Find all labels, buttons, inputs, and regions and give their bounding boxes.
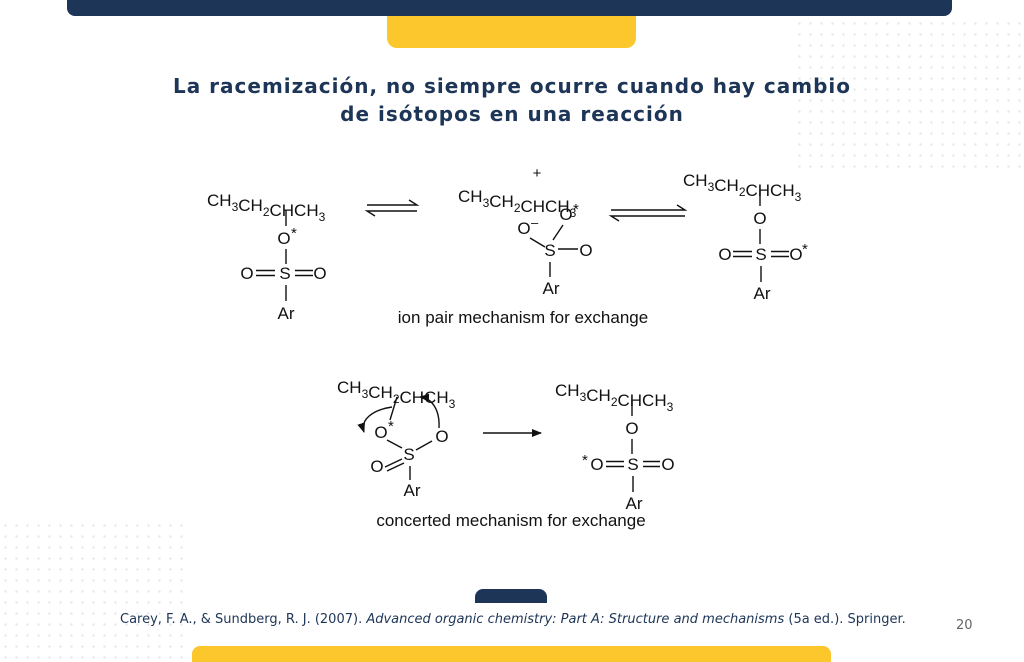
oxygen-upper-4: O	[435, 427, 448, 446]
oxygen-ester-3: O	[753, 209, 766, 228]
citation-work: Advanced organic chemistry: Part A: Stru…	[366, 612, 785, 627]
isotope-star: *	[582, 452, 588, 469]
ion-pair-caption: ion pair mechanism for exchange	[398, 308, 648, 327]
sulfur-2: S	[544, 241, 555, 260]
aryl-4: Ar	[404, 481, 421, 500]
sulfur-4: S	[403, 445, 414, 464]
bond-o-s	[529, 237, 546, 248]
cation-charge: +	[533, 165, 542, 182]
curved-arrow-right	[419, 393, 440, 429]
oxygen-star-2: O	[559, 205, 572, 224]
chain-label-4: CH3CH2CHCH3	[337, 378, 456, 411]
oxygen-right-5: O	[661, 455, 674, 474]
oxygen-right-2: O	[579, 241, 592, 260]
slide-title: La racemización, no siempre ocurre cuand…	[120, 72, 904, 128]
oxygen-left-5: O	[590, 455, 603, 474]
oxygen-anion-2: O	[517, 219, 530, 238]
title-line-1: La racemización, no siempre ocurre cuand…	[172, 74, 852, 98]
isotope-star: *	[573, 201, 579, 218]
equilibrium-arrow-2-reverse	[608, 215, 685, 222]
oxygen-right-1: O	[313, 264, 326, 283]
oxygen-right-3: O	[789, 245, 802, 264]
sulfur-5: S	[627, 455, 638, 474]
bond-s-o	[415, 440, 433, 451]
aryl-1: Ar	[278, 304, 295, 323]
chain-label-5: CH3CH2CHCH3	[555, 381, 674, 414]
dot-pattern-top-right	[794, 18, 1024, 168]
oxygen-ester-4: O	[374, 423, 387, 442]
bond-o-s	[386, 439, 403, 449]
oxygen-lower-4: O	[370, 457, 383, 476]
aryl-3: Ar	[754, 284, 771, 303]
concerted-caption: concerted mechanism for exchange	[376, 511, 645, 530]
curved-arrow-left	[357, 406, 393, 433]
bond-o-s	[552, 224, 564, 241]
aryl-2: Ar	[543, 279, 560, 298]
oxygen-left-3: O	[718, 245, 731, 264]
bond-c-o	[389, 396, 398, 421]
chain-label-3: CH3CH2CHCH3	[683, 171, 802, 204]
citation-rest: (5a ed.). Springer.	[784, 612, 906, 627]
oxygen-ester-5: O	[625, 419, 638, 438]
equilibrium-arrow-1-forward	[367, 199, 420, 206]
top-yellow-tab	[387, 16, 636, 48]
page-number: 20	[956, 618, 973, 633]
aryl-5: Ar	[626, 494, 643, 513]
double-bond-so	[386, 462, 405, 472]
negative-charge: –	[531, 215, 539, 230]
title-line-2: de isótopos en una reacción	[340, 102, 684, 126]
top-accent-bar	[67, 0, 952, 16]
chain-label-1: CH3CH2CHCH3	[207, 191, 326, 224]
sulfur-3: S	[755, 245, 766, 264]
dot-pattern-bottom-left	[0, 520, 190, 662]
equilibrium-arrow-2-forward	[611, 204, 688, 211]
equilibrium-arrow-1-reverse	[364, 210, 417, 217]
isotope-star: *	[802, 241, 808, 258]
bottom-navy-tab	[475, 589, 547, 603]
isotope-star: *	[388, 418, 394, 435]
oxygen-left-1: O	[240, 264, 253, 283]
double-bond-so	[384, 458, 403, 468]
citation: Carey, F. A., & Sundberg, R. J. (2007). …	[120, 612, 940, 627]
isotope-star: *	[291, 225, 297, 242]
oxygen-ester-1: O	[277, 229, 290, 248]
sulfur-1: S	[279, 264, 290, 283]
chain-label-2: CH3CH2CHCH3	[458, 187, 577, 220]
bottom-accent-bar	[192, 646, 831, 662]
citation-authors: Carey, F. A., & Sundberg, R. J. (2007).	[120, 612, 367, 627]
